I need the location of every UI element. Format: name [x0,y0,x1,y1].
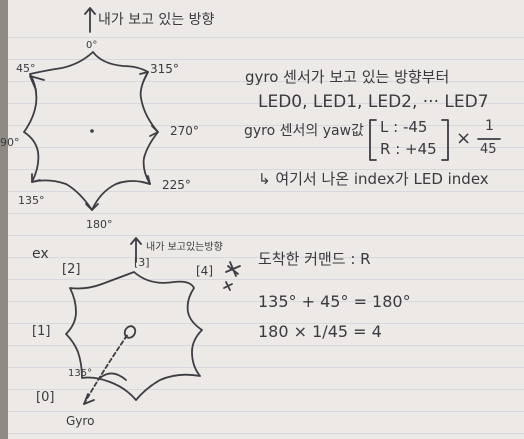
gyro-label: Gyro [66,414,95,428]
arrow-tr [139,71,149,81]
angle-45: 45° [16,62,36,75]
up-arrow-top [84,7,96,33]
fraction-numerator: 1 [485,118,494,134]
angle-135: 135° [18,194,45,207]
times-sign: × [456,128,472,149]
index-2: [2] [62,262,81,277]
angle-90: 90° [0,136,20,149]
bracket-right-value: R : +45 [380,140,437,158]
index-4: [4] [196,264,213,278]
angle-135-ex: 135° [68,368,93,379]
gyro-sensor-mark [123,325,137,339]
calc-line-1: 135° + 45° = 180° [258,292,411,311]
angle-180: 180° [86,218,113,231]
arrow-br [141,175,151,185]
note-line-3: gyro 센서의 yaw값 [244,123,364,139]
top-direction-label: 내가 보고 있는 방향 [98,12,215,28]
index-3: [3] [134,256,150,269]
index-0: [0] [36,390,55,405]
arrow-bl [31,173,41,183]
ex-top-label: 내가 보고있는방향 [146,242,223,253]
arrow-left-tl [29,75,45,91]
star-small [225,261,241,277]
index-1: [1] [32,324,51,339]
ex-label: ex [32,246,49,262]
center-dot-1 [90,129,94,133]
angle-315: 315° [150,62,179,76]
bracket-left-value: L : -45 [380,118,428,136]
arrow-bottom [85,203,99,211]
star-shape-2 [65,271,203,401]
arrow-right [149,125,159,137]
note-line-1: gyro 센서가 보고 있는 방향부터 [245,68,450,86]
fraction-denominator: 45 [480,142,497,157]
notebook-page [8,0,524,439]
angle-0: 0° [86,40,98,51]
left-bracket [369,119,377,161]
calc-line-2: 180 × 1/45 = 4 [258,322,382,341]
gyro-arc [99,372,127,381]
up-arrow-ex [130,237,142,263]
angle-225: 225° [162,178,191,192]
arrived-command: 도착한 커맨드 : R [258,250,371,268]
note-line-4: ↳ 여기서 나온 index가 LED index [258,170,489,188]
right-bracket [441,119,449,161]
note-line-2: LED0, LED1, LED2, ··· LED7 [258,92,489,112]
angle-270: 270° [170,124,199,138]
gyro-line [83,333,129,405]
star-small-2 [223,281,233,291]
gyro-arrow-head [83,393,95,405]
